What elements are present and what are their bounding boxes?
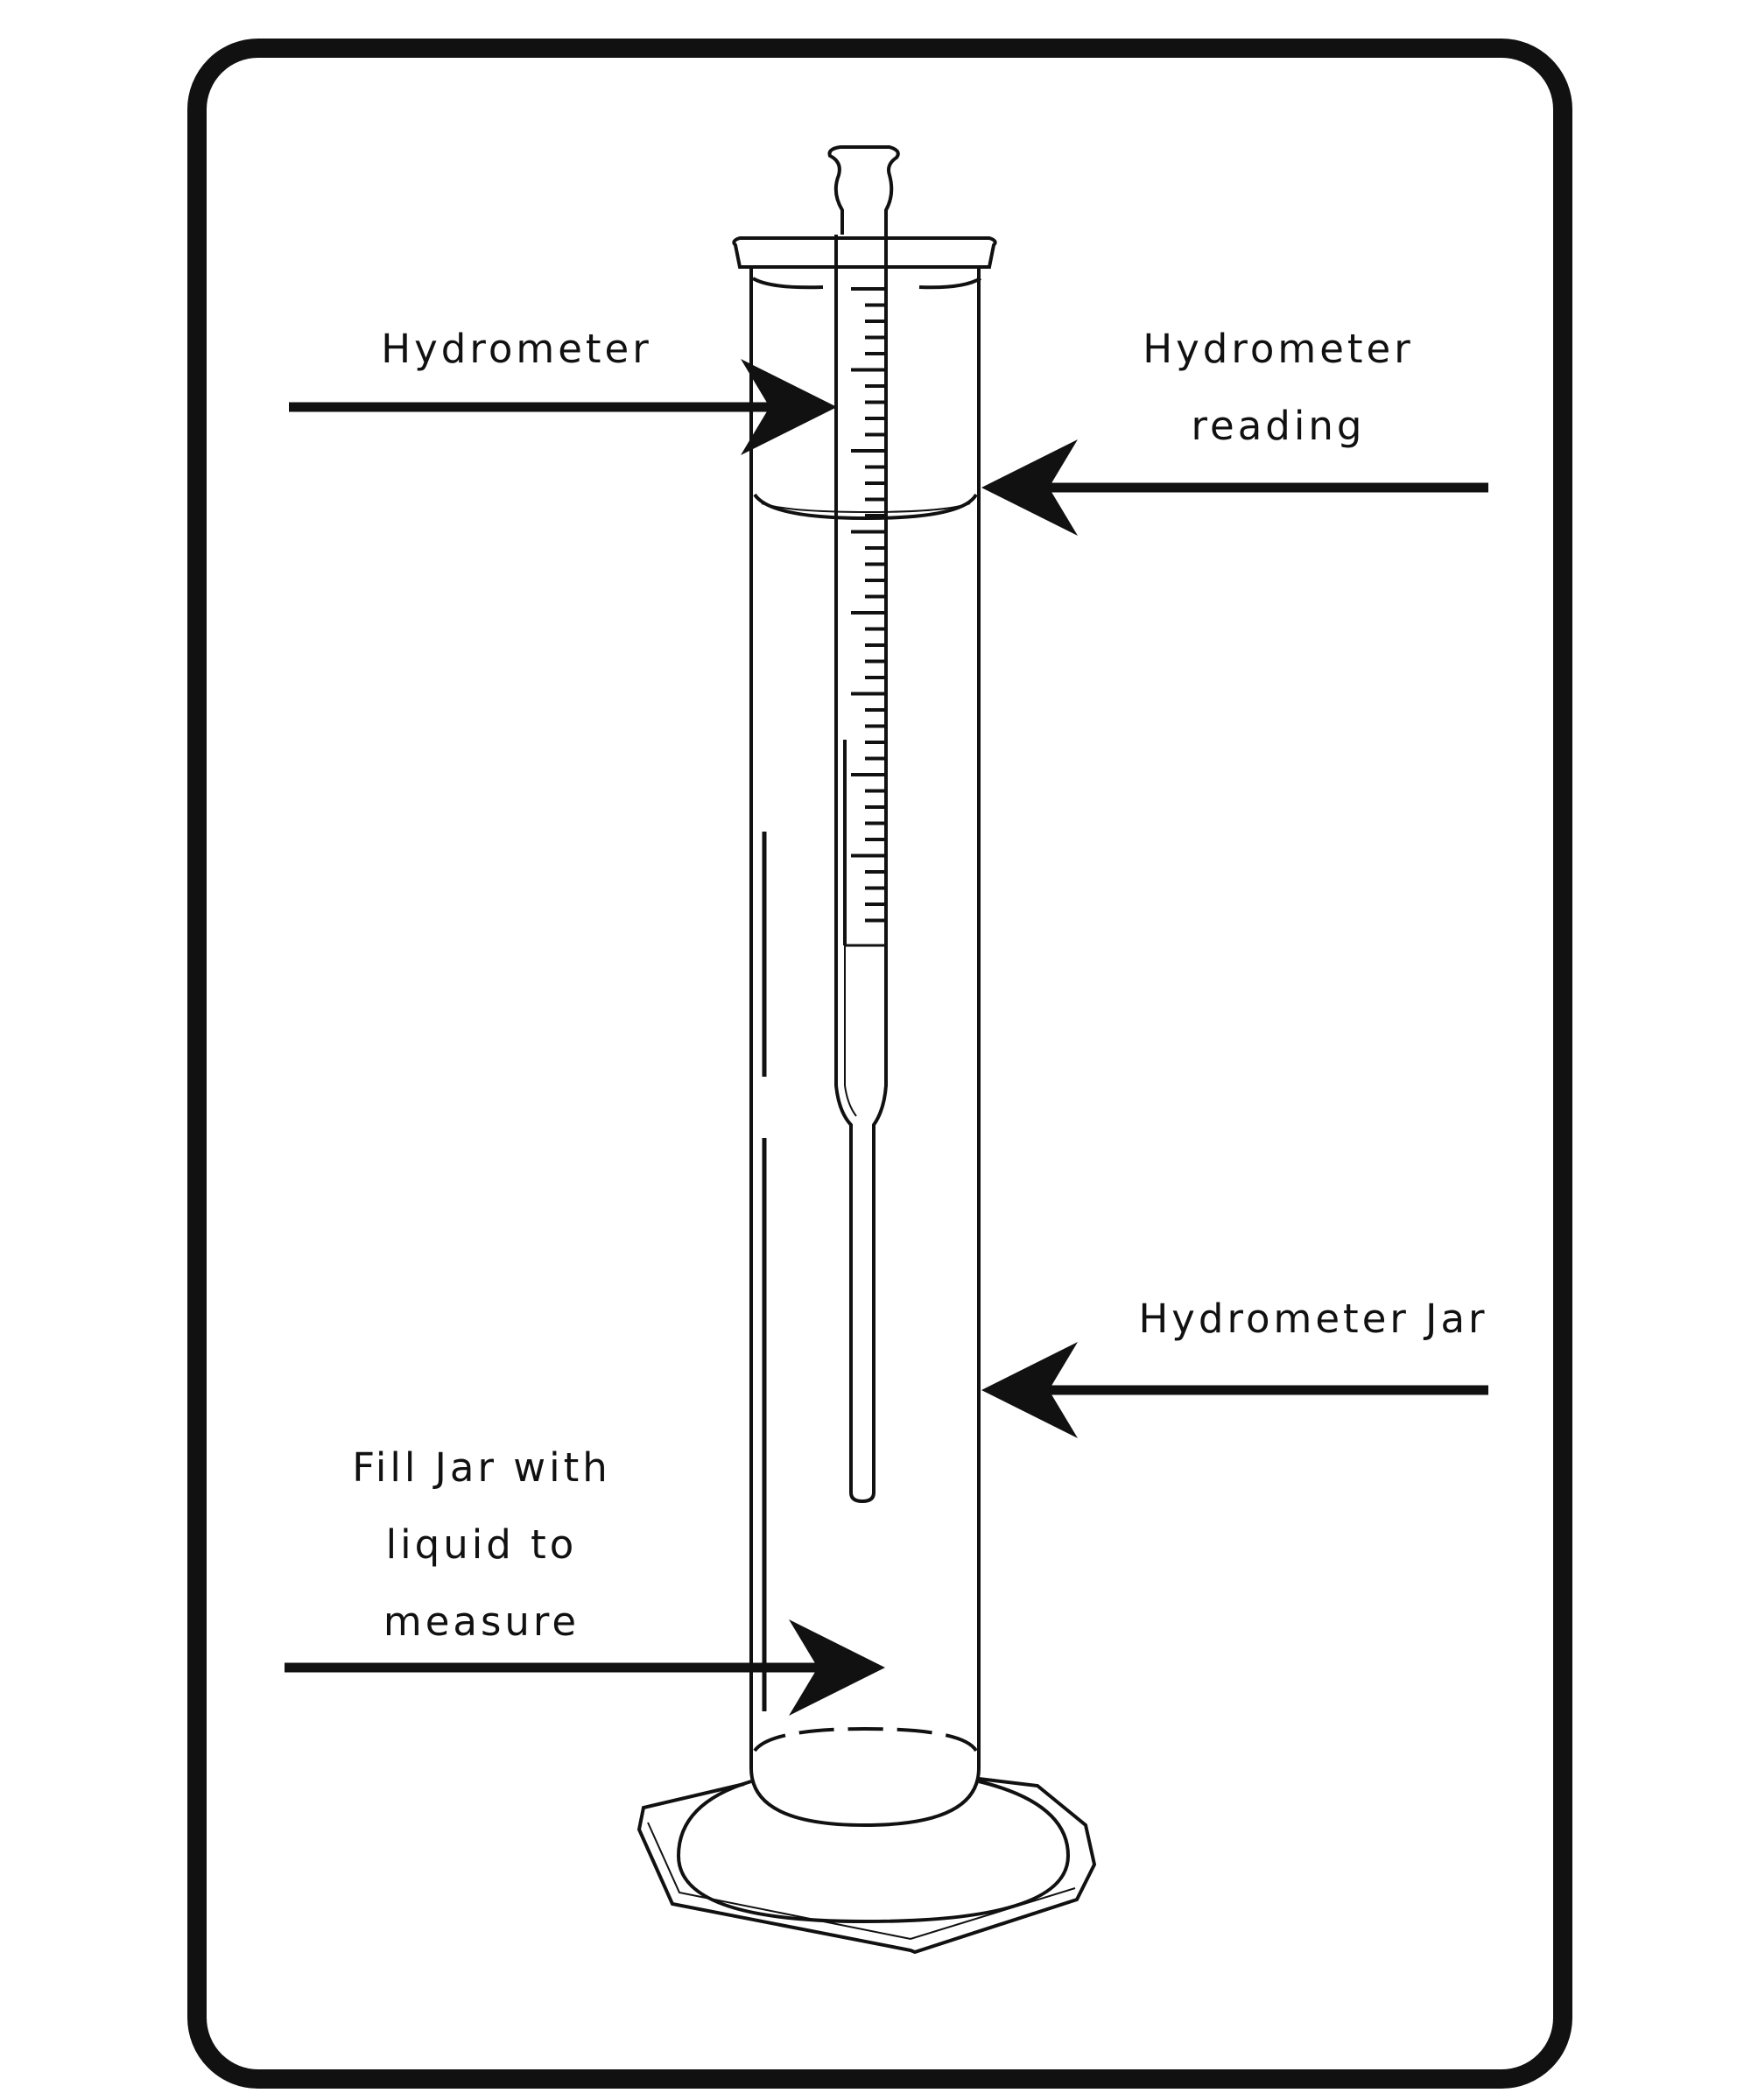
jar-bottom-front	[749, 1767, 981, 1828]
jar-lip	[732, 236, 997, 269]
jar-base-hexagon-inner	[647, 1822, 1076, 1941]
jar-rim-curve	[751, 277, 824, 290]
hydrometer-bulb-inner	[844, 945, 857, 1117]
label-hydrometer: Hydrometer	[381, 326, 652, 372]
liquid-meniscus-inner	[761, 502, 971, 514]
hydrometer-scale	[851, 287, 886, 923]
label-fill-jar: Fill Jar with liquid to measure	[352, 1444, 611, 1645]
hydrometer-bulb	[834, 945, 888, 1504]
jar-bottom-back	[753, 1726, 978, 1752]
label-hydrometer-jar: Hydrometer Jar	[1138, 1296, 1488, 1342]
jar-rim-curve-right	[918, 277, 982, 290]
jar-base-hexagon	[636, 1777, 1097, 1955]
jar-base-disc	[676, 1780, 1071, 1924]
hydrometer-top-knob	[827, 145, 900, 235]
outer-frame	[187, 39, 1572, 2089]
label-hydrometer-reading: Hydrometer reading	[1143, 326, 1414, 449]
